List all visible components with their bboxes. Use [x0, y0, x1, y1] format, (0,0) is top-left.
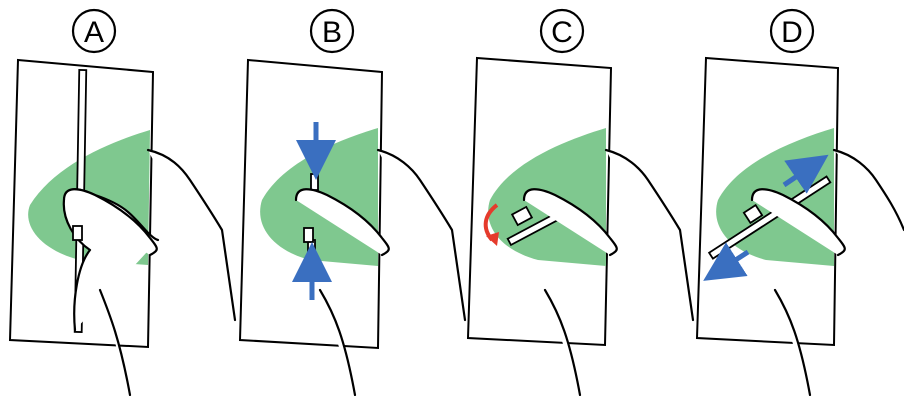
panel-label-b-text: B	[322, 16, 342, 49]
slider-knob-d	[742, 203, 764, 225]
panel-a: A	[8, 8, 237, 396]
hand-d	[750, 148, 904, 396]
panel-d: D	[695, 8, 904, 396]
panel-label-c: C	[539, 8, 585, 54]
thumb-a	[62, 188, 158, 257]
panel-label-a: A	[71, 8, 117, 54]
panel-label-c-text: C	[551, 16, 573, 49]
slider-knob-a	[72, 225, 83, 241]
rotary-knob-c	[510, 205, 534, 227]
panel-label-b: B	[309, 8, 355, 54]
blue-arrow-icon-down-left	[703, 242, 750, 281]
panel-b: B	[238, 8, 467, 396]
panel-label-d-text: D	[781, 16, 803, 49]
blue-arrow-icon-up-right	[782, 154, 829, 194]
squeeze-top-b	[310, 173, 319, 191]
panel-c: C	[466, 8, 695, 396]
panel-label-d: D	[769, 8, 815, 54]
squeeze-knob-b	[303, 227, 314, 243]
hand-c	[522, 148, 695, 396]
panel-label-a-text: A	[84, 16, 104, 49]
hand-b	[294, 148, 467, 396]
